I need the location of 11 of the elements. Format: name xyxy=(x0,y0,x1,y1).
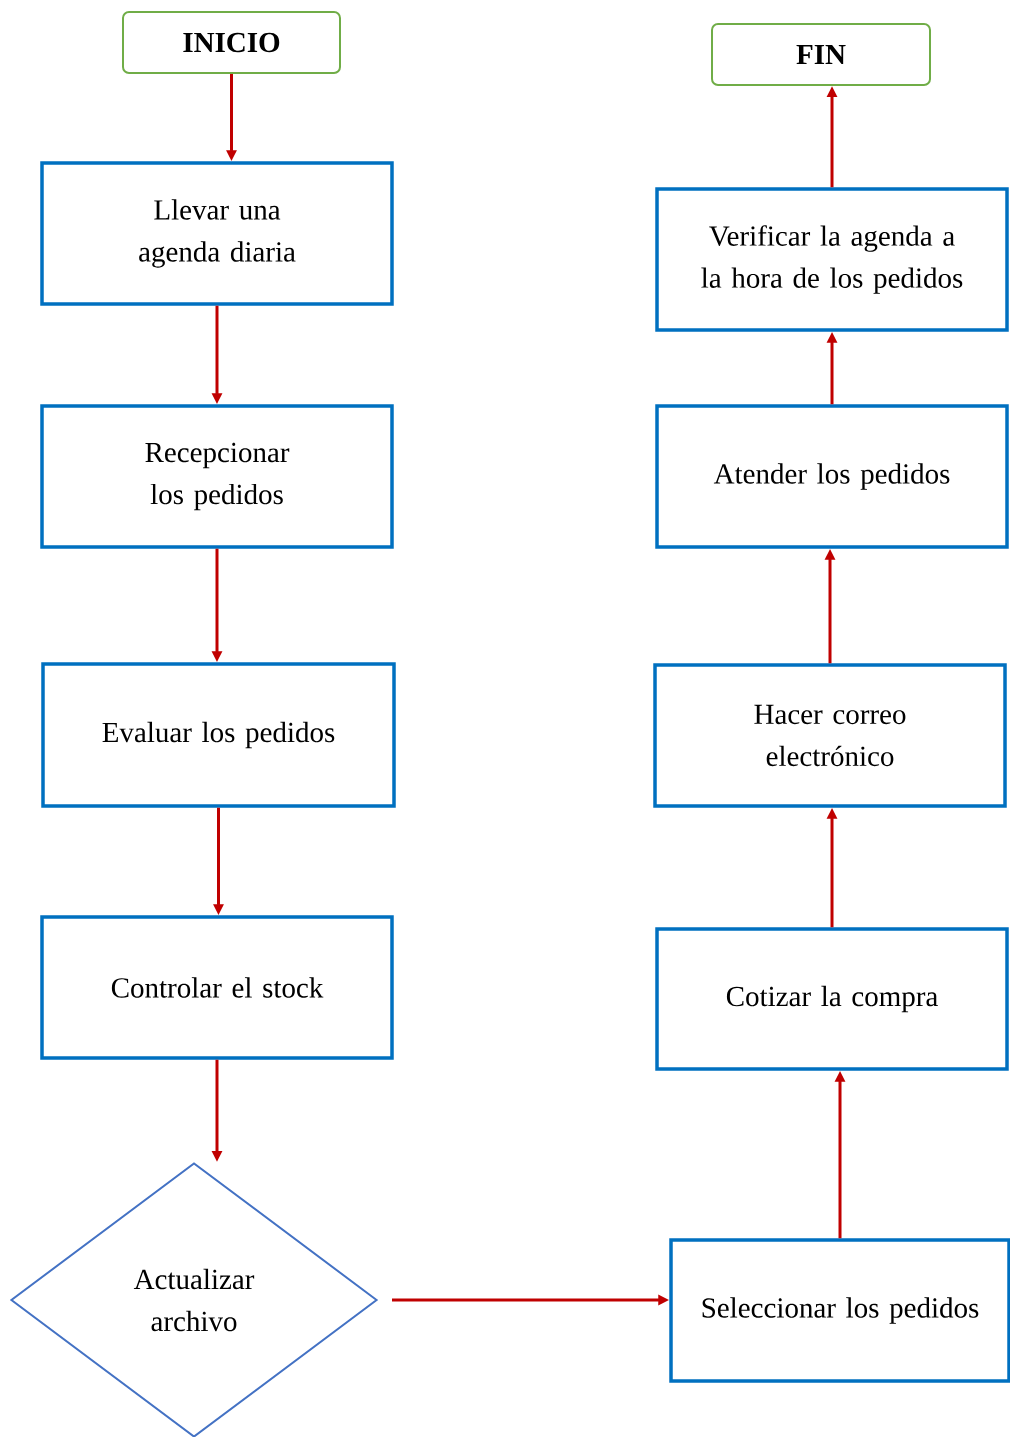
process-box: Controlar el stock xyxy=(40,915,394,1060)
process-box: Recepcionar los pedidos xyxy=(40,404,394,549)
process-box: Evaluar los pedidos xyxy=(41,662,396,808)
terminal-box: INICIO xyxy=(122,11,341,74)
process-box: Cotizar la compra xyxy=(655,927,1009,1071)
process-box: Llevar una agenda diaria xyxy=(40,161,394,306)
process-box: Seleccionar los pedidos xyxy=(669,1238,1010,1383)
process-box: Verificar la agenda a la hora de los pedidos xyxy=(655,187,1009,332)
process-box: Hacer correo electrónico xyxy=(653,663,1007,808)
terminal-box: FIN xyxy=(711,23,931,86)
process-box: Atender los pedidos xyxy=(655,404,1009,549)
